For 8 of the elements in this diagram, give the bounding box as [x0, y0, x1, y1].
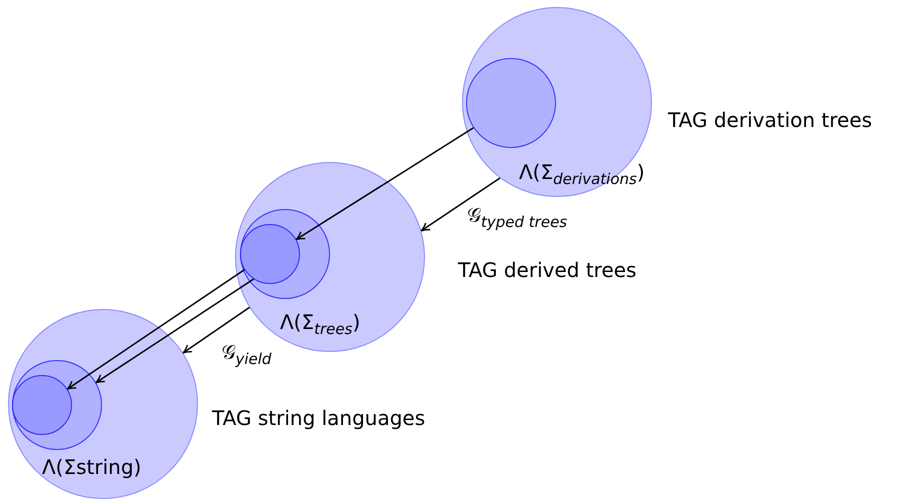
set-label: Λ(Σ$_{trees}$)	[280, 310, 360, 338]
set-label: Λ(Σstring)	[42, 455, 142, 479]
edge-label: 𝒢$_{typed trees}$	[467, 203, 568, 231]
edge-label: 𝒢$_{yield}$	[221, 340, 272, 368]
set-title: TAG string languages	[212, 406, 426, 430]
set-title: TAG derived trees	[458, 258, 636, 282]
set-label: Λ(Σ$_{derivations}$)	[519, 160, 645, 188]
set-title: TAG derivation trees	[668, 108, 872, 132]
